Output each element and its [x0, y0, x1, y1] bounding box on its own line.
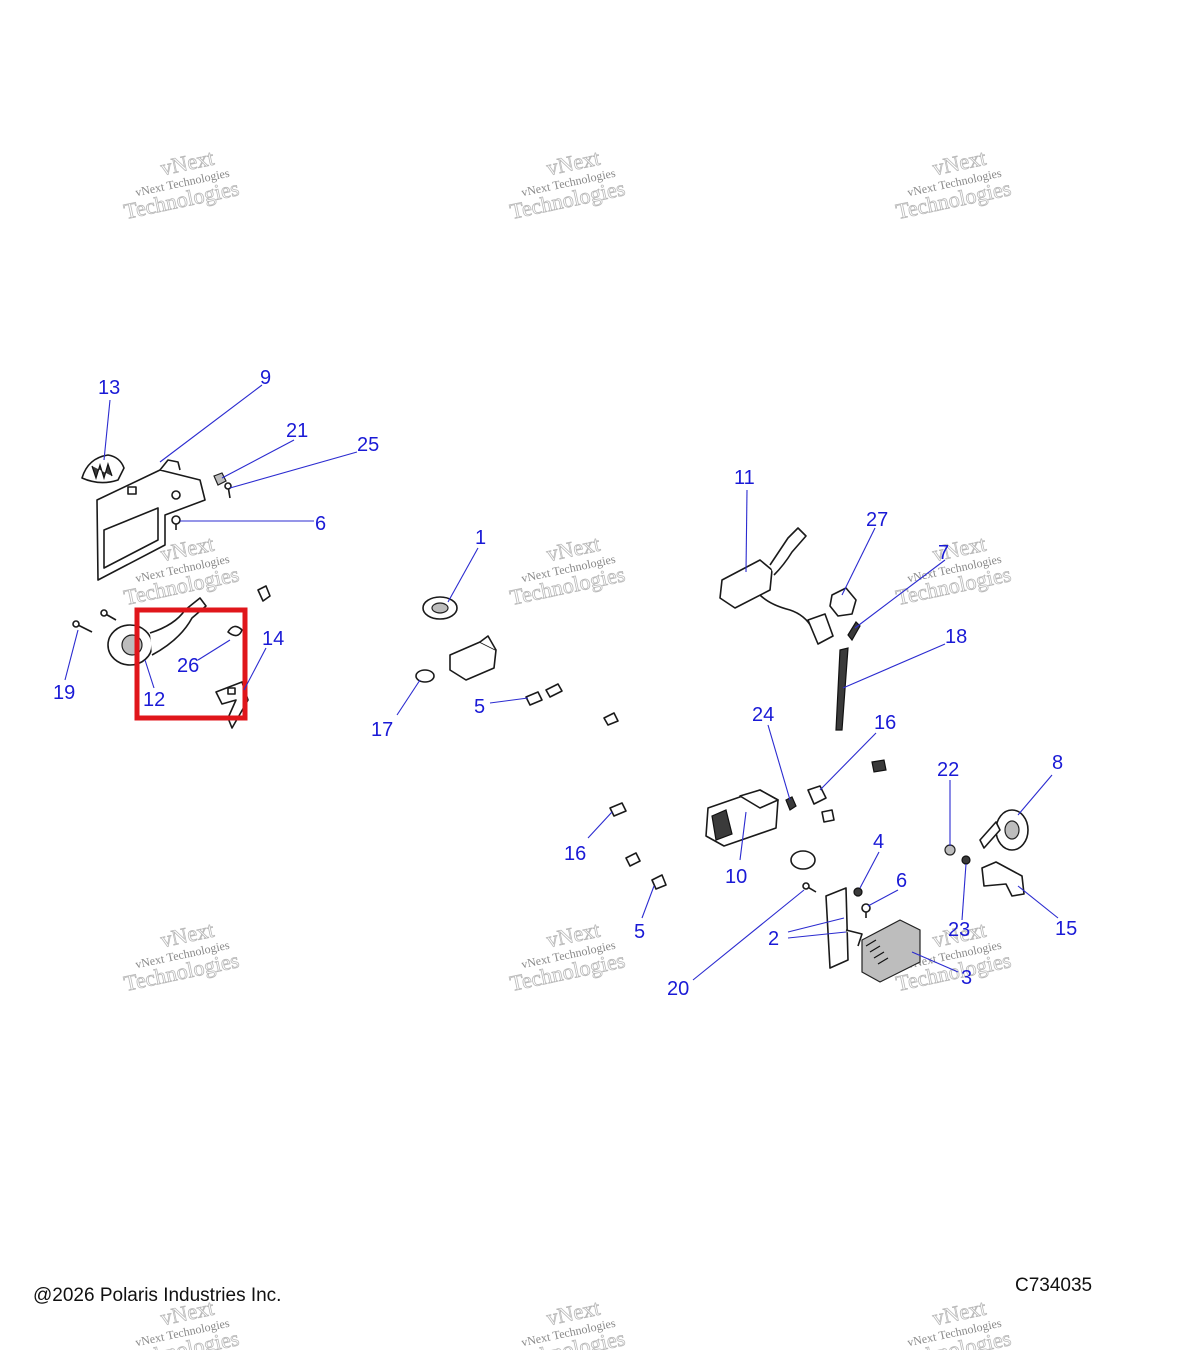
watermark: vNext vNext Technologies Technologies	[893, 1294, 1013, 1350]
part-13-switch[interactable]	[81, 454, 125, 484]
part-5-fitting-upper[interactable]	[525, 683, 563, 706]
part-10-module[interactable]	[705, 789, 779, 847]
part-7-tie[interactable]	[847, 621, 861, 642]
callout-10[interactable]: 10	[725, 866, 747, 888]
callout-21[interactable]: 21	[286, 420, 308, 442]
callout-17[interactable]: 17	[371, 719, 393, 741]
callout-16[interactable]: 16	[564, 843, 586, 865]
watermark: vNext vNext Technologies Technologies	[893, 530, 1013, 610]
part-21-nut[interactable]	[213, 472, 227, 486]
callout-7[interactable]: 7	[938, 542, 949, 564]
part-4-nut[interactable]	[853, 887, 863, 897]
part-3-regulator[interactable]	[861, 919, 921, 983]
part-6-washer-upper[interactable]	[171, 490, 181, 500]
watermark: vNext vNext Technologies Technologies	[121, 144, 241, 224]
callout-labels: 13 9 21 25 6 1 14 26 12 19 17 5 11 27 7 …	[53, 367, 1077, 1000]
part-8-horn[interactable]	[979, 809, 1029, 851]
diagram-code: C734035	[1015, 1275, 1093, 1296]
part-11-harness[interactable]	[719, 527, 834, 645]
callout-25[interactable]: 25	[357, 434, 379, 456]
watermark: vNext vNext Technologies Technologies	[507, 916, 627, 996]
part-17-plug[interactable]	[415, 669, 435, 683]
callout-16[interactable]: 16	[874, 712, 896, 734]
part-clamp[interactable]	[790, 850, 816, 870]
part-clip-pair[interactable]	[807, 785, 835, 823]
callout-12[interactable]: 12	[143, 689, 165, 711]
part-15-bracket[interactable]	[981, 861, 1025, 897]
callout-19[interactable]: 19	[53, 682, 75, 704]
callout-1[interactable]: 1	[475, 527, 486, 549]
callout-24[interactable]: 24	[752, 704, 774, 726]
part-small-fitting-lower[interactable]	[625, 852, 641, 867]
part-sensor[interactable]	[449, 635, 497, 681]
callout-6[interactable]: 6	[315, 513, 326, 535]
callout-20[interactable]: 20	[667, 978, 689, 1000]
callout-15[interactable]: 15	[1055, 918, 1077, 940]
callout-2[interactable]: 2	[768, 928, 779, 950]
watermark: vNext vNext Technologies Technologies	[507, 1294, 627, 1350]
watermark: vNext vNext Technologies Technologies	[121, 916, 241, 996]
watermark: vNext vNext Technologies Technologies	[507, 144, 627, 224]
highlight-box	[134, 607, 248, 721]
part-2-bracket[interactable]	[825, 887, 863, 969]
callout-22[interactable]: 22	[937, 759, 959, 781]
watermark-group: vNext vNext Technologies Technologies vN…	[121, 144, 1013, 1350]
part-small-fitting-center[interactable]	[603, 712, 619, 726]
part-24-clip[interactable]	[785, 796, 797, 811]
callout-26[interactable]: 26	[177, 655, 199, 677]
callout-6[interactable]: 6	[896, 870, 907, 892]
part-20-screw[interactable]	[802, 882, 817, 893]
part-19-bolt[interactable]	[72, 609, 117, 633]
callout-27[interactable]: 27	[866, 509, 888, 531]
callout-5[interactable]: 5	[634, 921, 645, 943]
part-5-fitting-lower[interactable]	[651, 874, 667, 890]
part-6-screw-upper[interactable]	[171, 515, 181, 530]
part-25-screw[interactable]	[224, 482, 232, 499]
watermark: vNext vNext Technologies Technologies	[893, 144, 1013, 224]
callout-13[interactable]: 13	[98, 377, 120, 399]
callout-4[interactable]: 4	[873, 831, 884, 853]
callout-14[interactable]: 14	[262, 628, 284, 650]
part-23-nut[interactable]	[961, 855, 971, 865]
part-26-clip[interactable]	[227, 625, 243, 637]
part-small-fitting[interactable]	[257, 585, 271, 602]
callout-23[interactable]: 23	[948, 919, 970, 941]
leader-lines	[64, 384, 1059, 981]
part-1-grommet[interactable]	[422, 596, 458, 620]
callout-3[interactable]: 3	[961, 967, 972, 989]
copyright-notice: @2026 Polaris Industries Inc.	[33, 1285, 282, 1306]
callout-9[interactable]: 9	[260, 367, 271, 389]
callout-8[interactable]: 8	[1052, 752, 1063, 774]
callout-18[interactable]: 18	[945, 626, 967, 648]
part-18-strap[interactable]	[835, 647, 849, 731]
part-16-fitting-lower[interactable]	[609, 802, 627, 817]
watermark: vNext vNext Technologies Technologies	[507, 530, 627, 610]
part-16-nut-right[interactable]	[871, 759, 887, 773]
callout-11[interactable]: 11	[734, 467, 755, 489]
part-22-nut[interactable]	[944, 844, 956, 856]
callout-5[interactable]: 5	[474, 696, 485, 718]
